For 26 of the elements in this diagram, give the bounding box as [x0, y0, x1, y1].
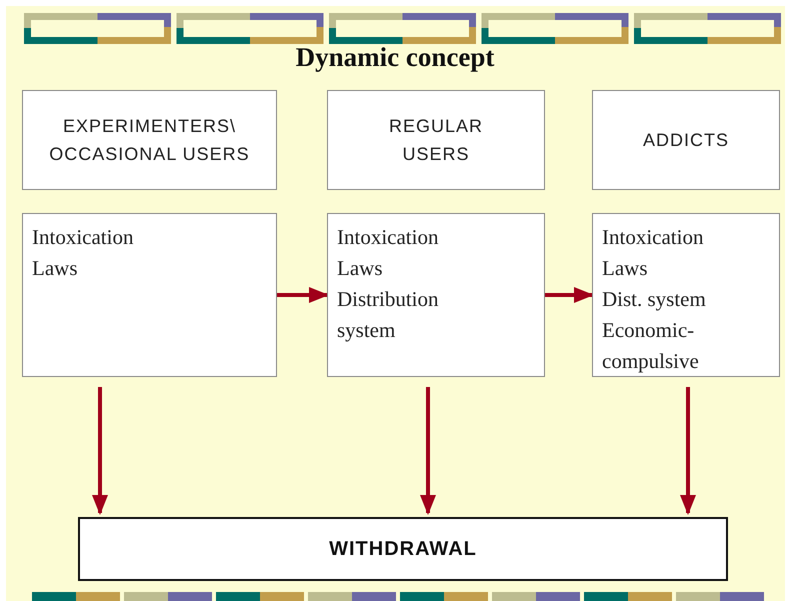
- arrow: [680, 387, 696, 515]
- factor-text: Laws: [337, 255, 382, 282]
- factor-text: Intoxication: [32, 224, 134, 251]
- factor-box: [22, 213, 277, 377]
- outcome-box: [78, 517, 728, 581]
- factor-text: Intoxication: [602, 224, 704, 251]
- title: Dynamic concept: [294, 44, 496, 71]
- factor-box: [592, 213, 780, 377]
- arrow: [545, 287, 594, 303]
- box-label: REGULAR USERS: [388, 115, 484, 166]
- factor-text: Laws: [32, 255, 78, 282]
- arrow: [92, 387, 108, 515]
- box-label: ADDICTS: [642, 129, 729, 152]
- factor-text: Laws: [602, 255, 648, 282]
- factor-text: Distribution system: [337, 286, 440, 344]
- factor-text: Intoxication: [337, 224, 438, 251]
- factor-box: [327, 213, 545, 377]
- category-box: [22, 90, 277, 190]
- arrow: [277, 287, 329, 303]
- factor-text: Economic-compulsive: [602, 317, 700, 375]
- box-label: EXPERIMENTERS\ OCCASIONAL USERS: [48, 115, 251, 166]
- arrow: [420, 387, 436, 515]
- box-label: WITHDRAWAL: [329, 537, 477, 562]
- category-box: [592, 90, 780, 190]
- factor-text: Dist. system: [602, 286, 706, 313]
- category-box: [327, 90, 545, 190]
